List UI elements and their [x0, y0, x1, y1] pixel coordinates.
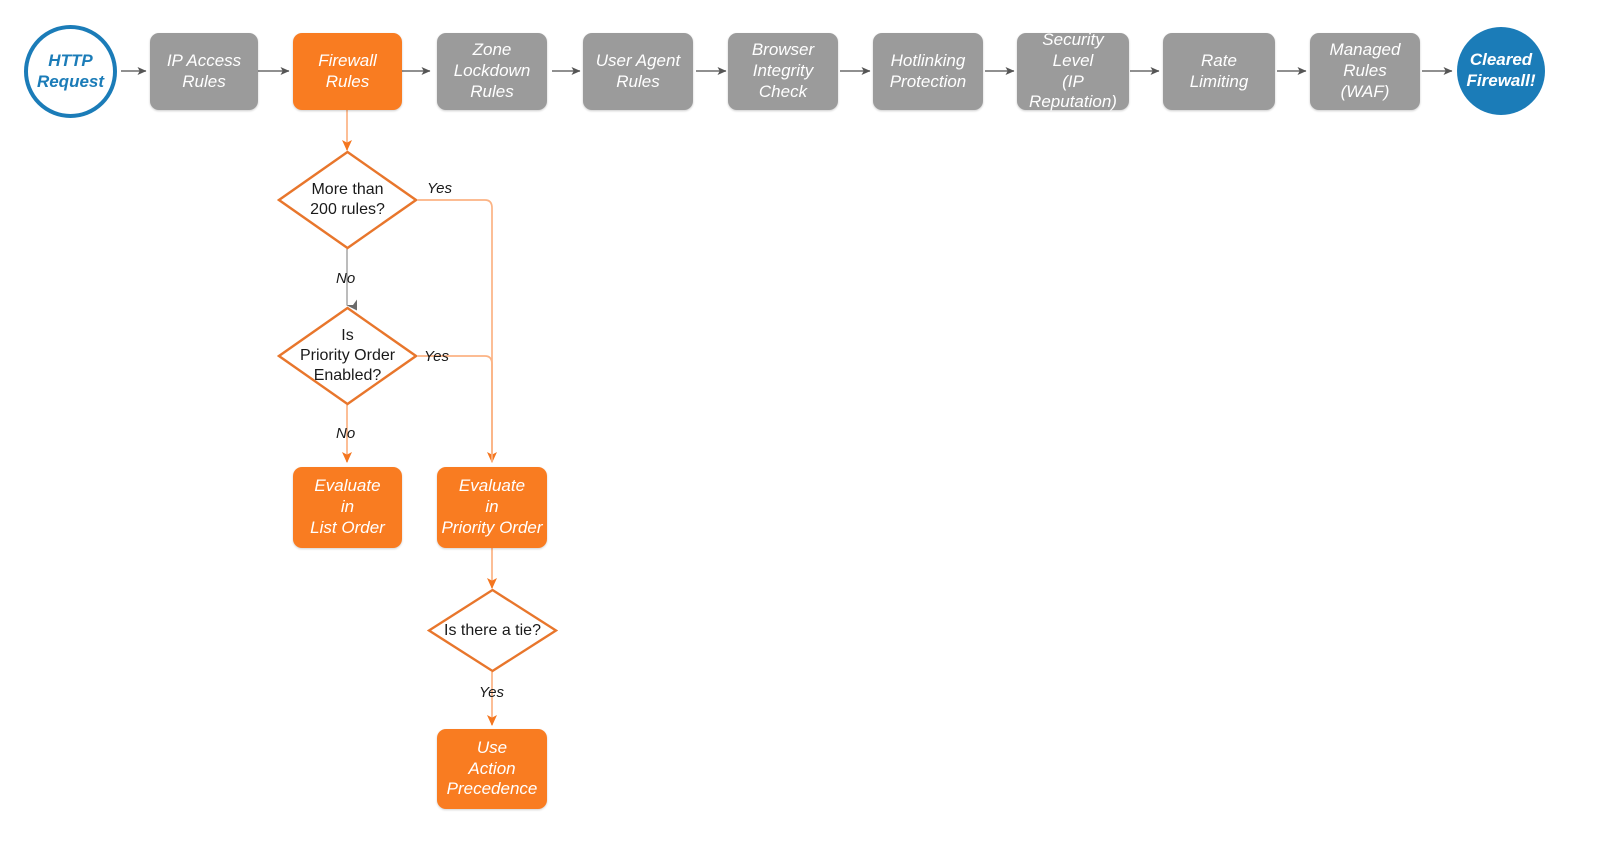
node-evaluate-in-list-order[interactable]: Evaluate in List Order: [293, 467, 402, 548]
node-use-action-precedence-label: Use Action Precedence: [446, 737, 538, 799]
edge-label-priority-no: No: [336, 425, 356, 442]
node-ip-access-rules-label: IP Access Rules: [166, 50, 242, 91]
node-zone-lockdown-rules[interactable]: Zone Lockdown Rules: [437, 33, 547, 110]
node-ip-access-rules[interactable]: IP Access Rules: [150, 33, 258, 110]
diamond-shape: [427, 588, 558, 673]
node-rate-limiting[interactable]: Rate Limiting: [1163, 33, 1275, 110]
node-use-action-precedence[interactable]: Use Action Precedence: [437, 729, 547, 809]
diamond-shape: [277, 306, 418, 406]
decision-more-than-200-rules[interactable]: More than 200 rules?: [277, 150, 418, 250]
node-browser-integrity-check[interactable]: Browser Integrity Check: [728, 33, 838, 110]
decision-more-than-200-rules-label: More than 200 rules?: [310, 181, 385, 218]
node-security-level-label: Security Level (IP Reputation): [1029, 30, 1117, 112]
decision-is-priority-order-enabled[interactable]: Is Priority Order Enabled?: [277, 306, 418, 406]
node-evaluate-in-priority-order[interactable]: Evaluate in Priority Order: [437, 467, 547, 548]
node-browser-integrity-check-label: Browser Integrity Check: [751, 40, 815, 101]
edge-label-tie-yes: Yes: [479, 684, 505, 701]
edge-rules-yes-to-priority-order: [418, 199, 497, 463]
edge-label-rules-yes: Yes: [427, 180, 453, 197]
node-cleared-firewall-label: Cleared Firewall!: [1466, 50, 1536, 90]
node-hotlinking-protection[interactable]: Hotlinking Protection: [873, 33, 983, 110]
node-http-request[interactable]: HTTP Request: [24, 25, 117, 118]
node-firewall-rules[interactable]: Firewall Rules: [293, 33, 402, 110]
node-firewall-rules-label: Firewall Rules: [318, 50, 377, 91]
edge-label-rules-no: No: [336, 270, 356, 287]
decision-is-there-a-tie-label: Is there a tie?: [444, 621, 541, 639]
node-security-level[interactable]: Security Level (IP Reputation): [1017, 30, 1129, 112]
node-evaluate-in-list-order-label: Evaluate in List Order: [310, 476, 385, 537]
node-hotlinking-protection-label: Hotlinking Protection: [889, 50, 967, 91]
edge-label-priority-yes: Yes: [424, 348, 450, 365]
node-rate-limiting-label: Rate Limiting: [1189, 50, 1249, 91]
node-cleared-firewall[interactable]: Cleared Firewall!: [1457, 27, 1545, 115]
node-zone-lockdown-rules-label: Zone Lockdown Rules: [453, 40, 531, 101]
node-http-request-label: HTTP Request: [36, 50, 105, 91]
decision-is-priority-order-enabled-label: Is Priority Order Enabled?: [299, 327, 396, 384]
node-managed-rules-waf-label: Managed Rules (WAF): [1329, 40, 1401, 101]
node-evaluate-in-priority-order-label: Evaluate in Priority Order: [441, 476, 543, 537]
node-user-agent-rules[interactable]: User Agent Rules: [583, 33, 693, 110]
diamond-shape: [277, 150, 418, 250]
edge-priority-yes-to-priority-order: [418, 355, 493, 462]
decision-is-there-a-tie[interactable]: Is there a tie?: [427, 588, 558, 673]
node-user-agent-rules-label: User Agent Rules: [595, 50, 681, 91]
node-managed-rules-waf[interactable]: Managed Rules (WAF): [1310, 33, 1420, 110]
